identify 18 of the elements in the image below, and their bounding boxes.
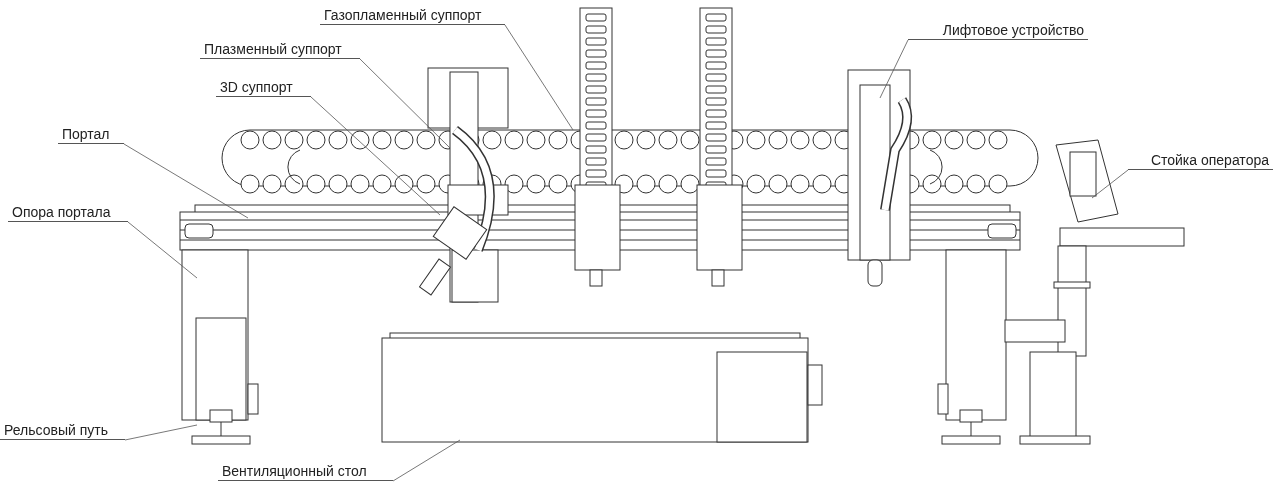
leader-line: [504, 24, 574, 131]
callout-label: Плазменный суппорт: [200, 41, 360, 59]
leader-line: [124, 424, 198, 441]
callout-label: Стойка оператора: [1128, 152, 1273, 170]
leader-line: [310, 96, 441, 216]
callout-label: Вентиляционный стол: [218, 463, 393, 481]
leader-line: [127, 221, 198, 279]
leader-line: [123, 143, 249, 219]
leader-line: [392, 439, 461, 482]
leader-line: [359, 58, 451, 149]
callout-label: Лифтовое устройство: [908, 22, 1088, 40]
callout-label: Портал: [58, 126, 124, 144]
callout-label: Газопламенный суппорт: [320, 7, 505, 25]
callout-label: Рельсовый путь: [0, 422, 125, 440]
callout-label: Опора портала: [8, 204, 128, 222]
callout-label: 3D суппорт: [216, 79, 311, 97]
leader-line: [1091, 169, 1129, 199]
leader-line: [879, 39, 909, 99]
